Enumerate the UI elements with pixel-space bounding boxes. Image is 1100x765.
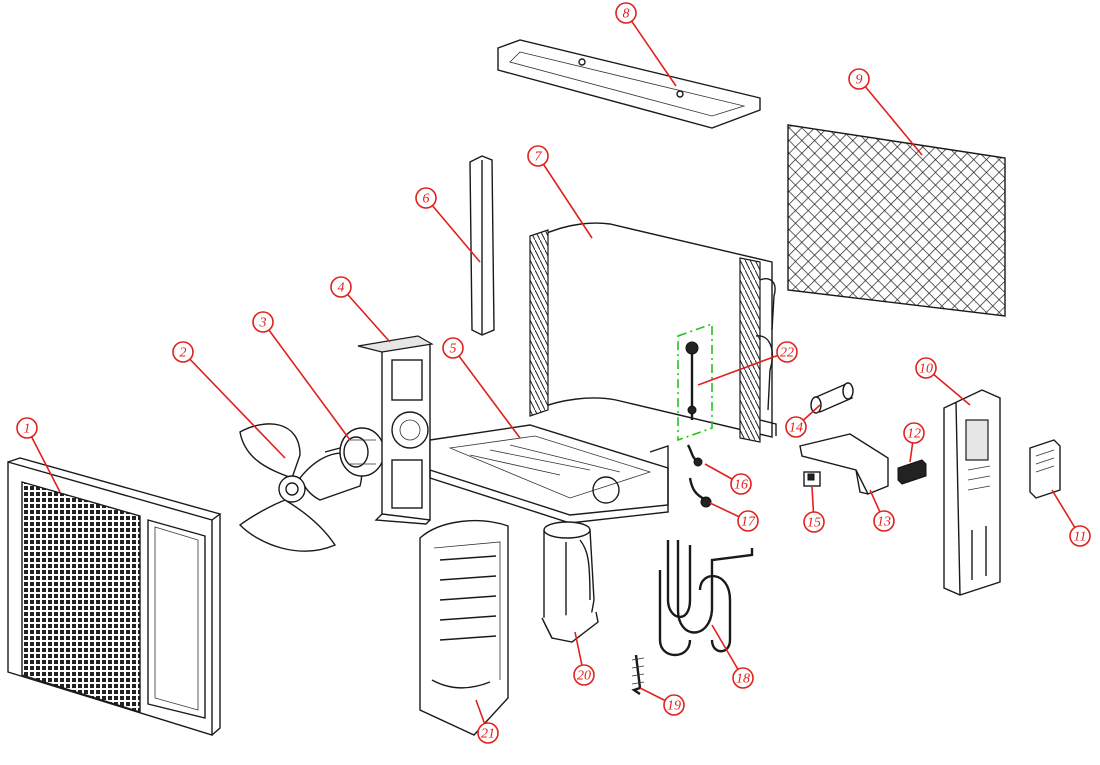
callout-number-7: 7 [535,150,543,165]
compressor-part [541,521,599,643]
callout-circle-20 [573,664,595,686]
callout-circle-13 [873,510,895,532]
motor-bracket-part [357,335,434,525]
callout-9: 9 [848,68,870,90]
callout-circle-9 [848,68,870,90]
leader-line-1 [26,427,61,493]
callout-14: 14 [785,416,807,438]
callout-number-14: 14 [789,421,803,436]
callout-number-19: 19 [667,699,681,714]
callout-16: 16 [730,473,752,495]
leader-line-5 [452,347,521,439]
callout-5: 5 [442,337,464,359]
callout-10: 10 [915,357,937,379]
callout-17: 17 [737,510,759,532]
callout-21: 21 [477,722,499,744]
callout-number-8: 8 [623,7,630,22]
rear-mesh-part [787,124,1006,317]
callout-number-22: 22 [780,346,794,361]
callout-15: 15 [803,511,825,533]
leader-line-3 [262,321,351,441]
callout-20: 20 [573,664,595,686]
top-cover-part [497,39,761,129]
relay-part [803,471,821,487]
callout-4: 4 [330,276,352,298]
callout-12: 12 [903,422,925,444]
callout-circle-3 [252,311,274,333]
leader-line-9 [858,78,923,156]
leader-line-22 [697,351,788,386]
callout-number-21: 21 [481,727,495,742]
callout-circle-19 [663,694,685,716]
callout-8: 8 [615,2,637,24]
callout-number-13: 13 [877,515,891,530]
leader-line-4 [340,286,391,343]
right-side-panel-part [943,389,1001,596]
callout-circle-18 [732,667,754,689]
callout-number-3: 3 [259,316,267,331]
callout-circle-5 [442,337,464,359]
callout-11: 11 [1069,525,1091,547]
callout-circle-10 [915,357,937,379]
callout-3: 3 [252,311,274,333]
callout-circle-6 [415,187,437,209]
callout-number-1: 1 [24,422,31,437]
piping-part [658,540,754,657]
callout-7: 7 [527,145,549,167]
callout-18: 18 [732,667,754,689]
leader-line-2 [182,351,286,459]
leader-line-8 [625,12,677,87]
sensor-part [631,654,645,695]
valve-part [686,444,712,508]
callout-circle-16 [730,473,752,495]
callout-number-17: 17 [741,515,756,530]
callout-circle-1 [16,417,38,439]
callout-1: 1 [16,417,38,439]
callout-circle-15 [803,511,825,533]
callout-19: 19 [663,694,685,716]
condenser-coil-part [529,222,777,443]
callout-circle-4 [330,276,352,298]
leader-line-7 [537,155,593,239]
callout-circle-8 [615,2,637,24]
callout-number-10: 10 [919,362,933,377]
callout-number-12: 12 [907,427,921,442]
callout-circle-12 [903,422,925,444]
small-cover-part [1029,439,1061,499]
callout-number-9: 9 [856,73,863,88]
callout-number-16: 16 [734,478,748,493]
partition-part [469,155,495,336]
callout-circle-22 [776,341,798,363]
front-side-panel-part [419,520,509,736]
callout-number-20: 20 [577,669,591,684]
callout-number-2: 2 [180,346,187,361]
callout-number-18: 18 [736,672,750,687]
terminal-block-part [897,459,927,485]
callout-circle-21 [477,722,499,744]
callout-number-5: 5 [450,342,457,357]
callout-number-15: 15 [807,516,821,531]
front-panel-part [7,457,222,736]
callout-number-4: 4 [338,281,345,296]
callout-circle-11 [1069,525,1091,547]
electrical-bracket-part [799,433,889,495]
leader-line-6 [425,197,481,263]
part-22-highlight [677,322,713,442]
callout-circle-14 [785,416,807,438]
callout-number-11: 11 [1074,530,1087,545]
callout-circle-2 [172,341,194,363]
callout-22: 22 [776,341,798,363]
callout-number-6: 6 [423,192,430,207]
callout-2: 2 [172,341,194,363]
callout-circle-17 [737,510,759,532]
callout-6: 6 [415,187,437,209]
callout-circle-7 [527,145,549,167]
base-tray-part [429,424,669,524]
callout-13: 13 [873,510,895,532]
